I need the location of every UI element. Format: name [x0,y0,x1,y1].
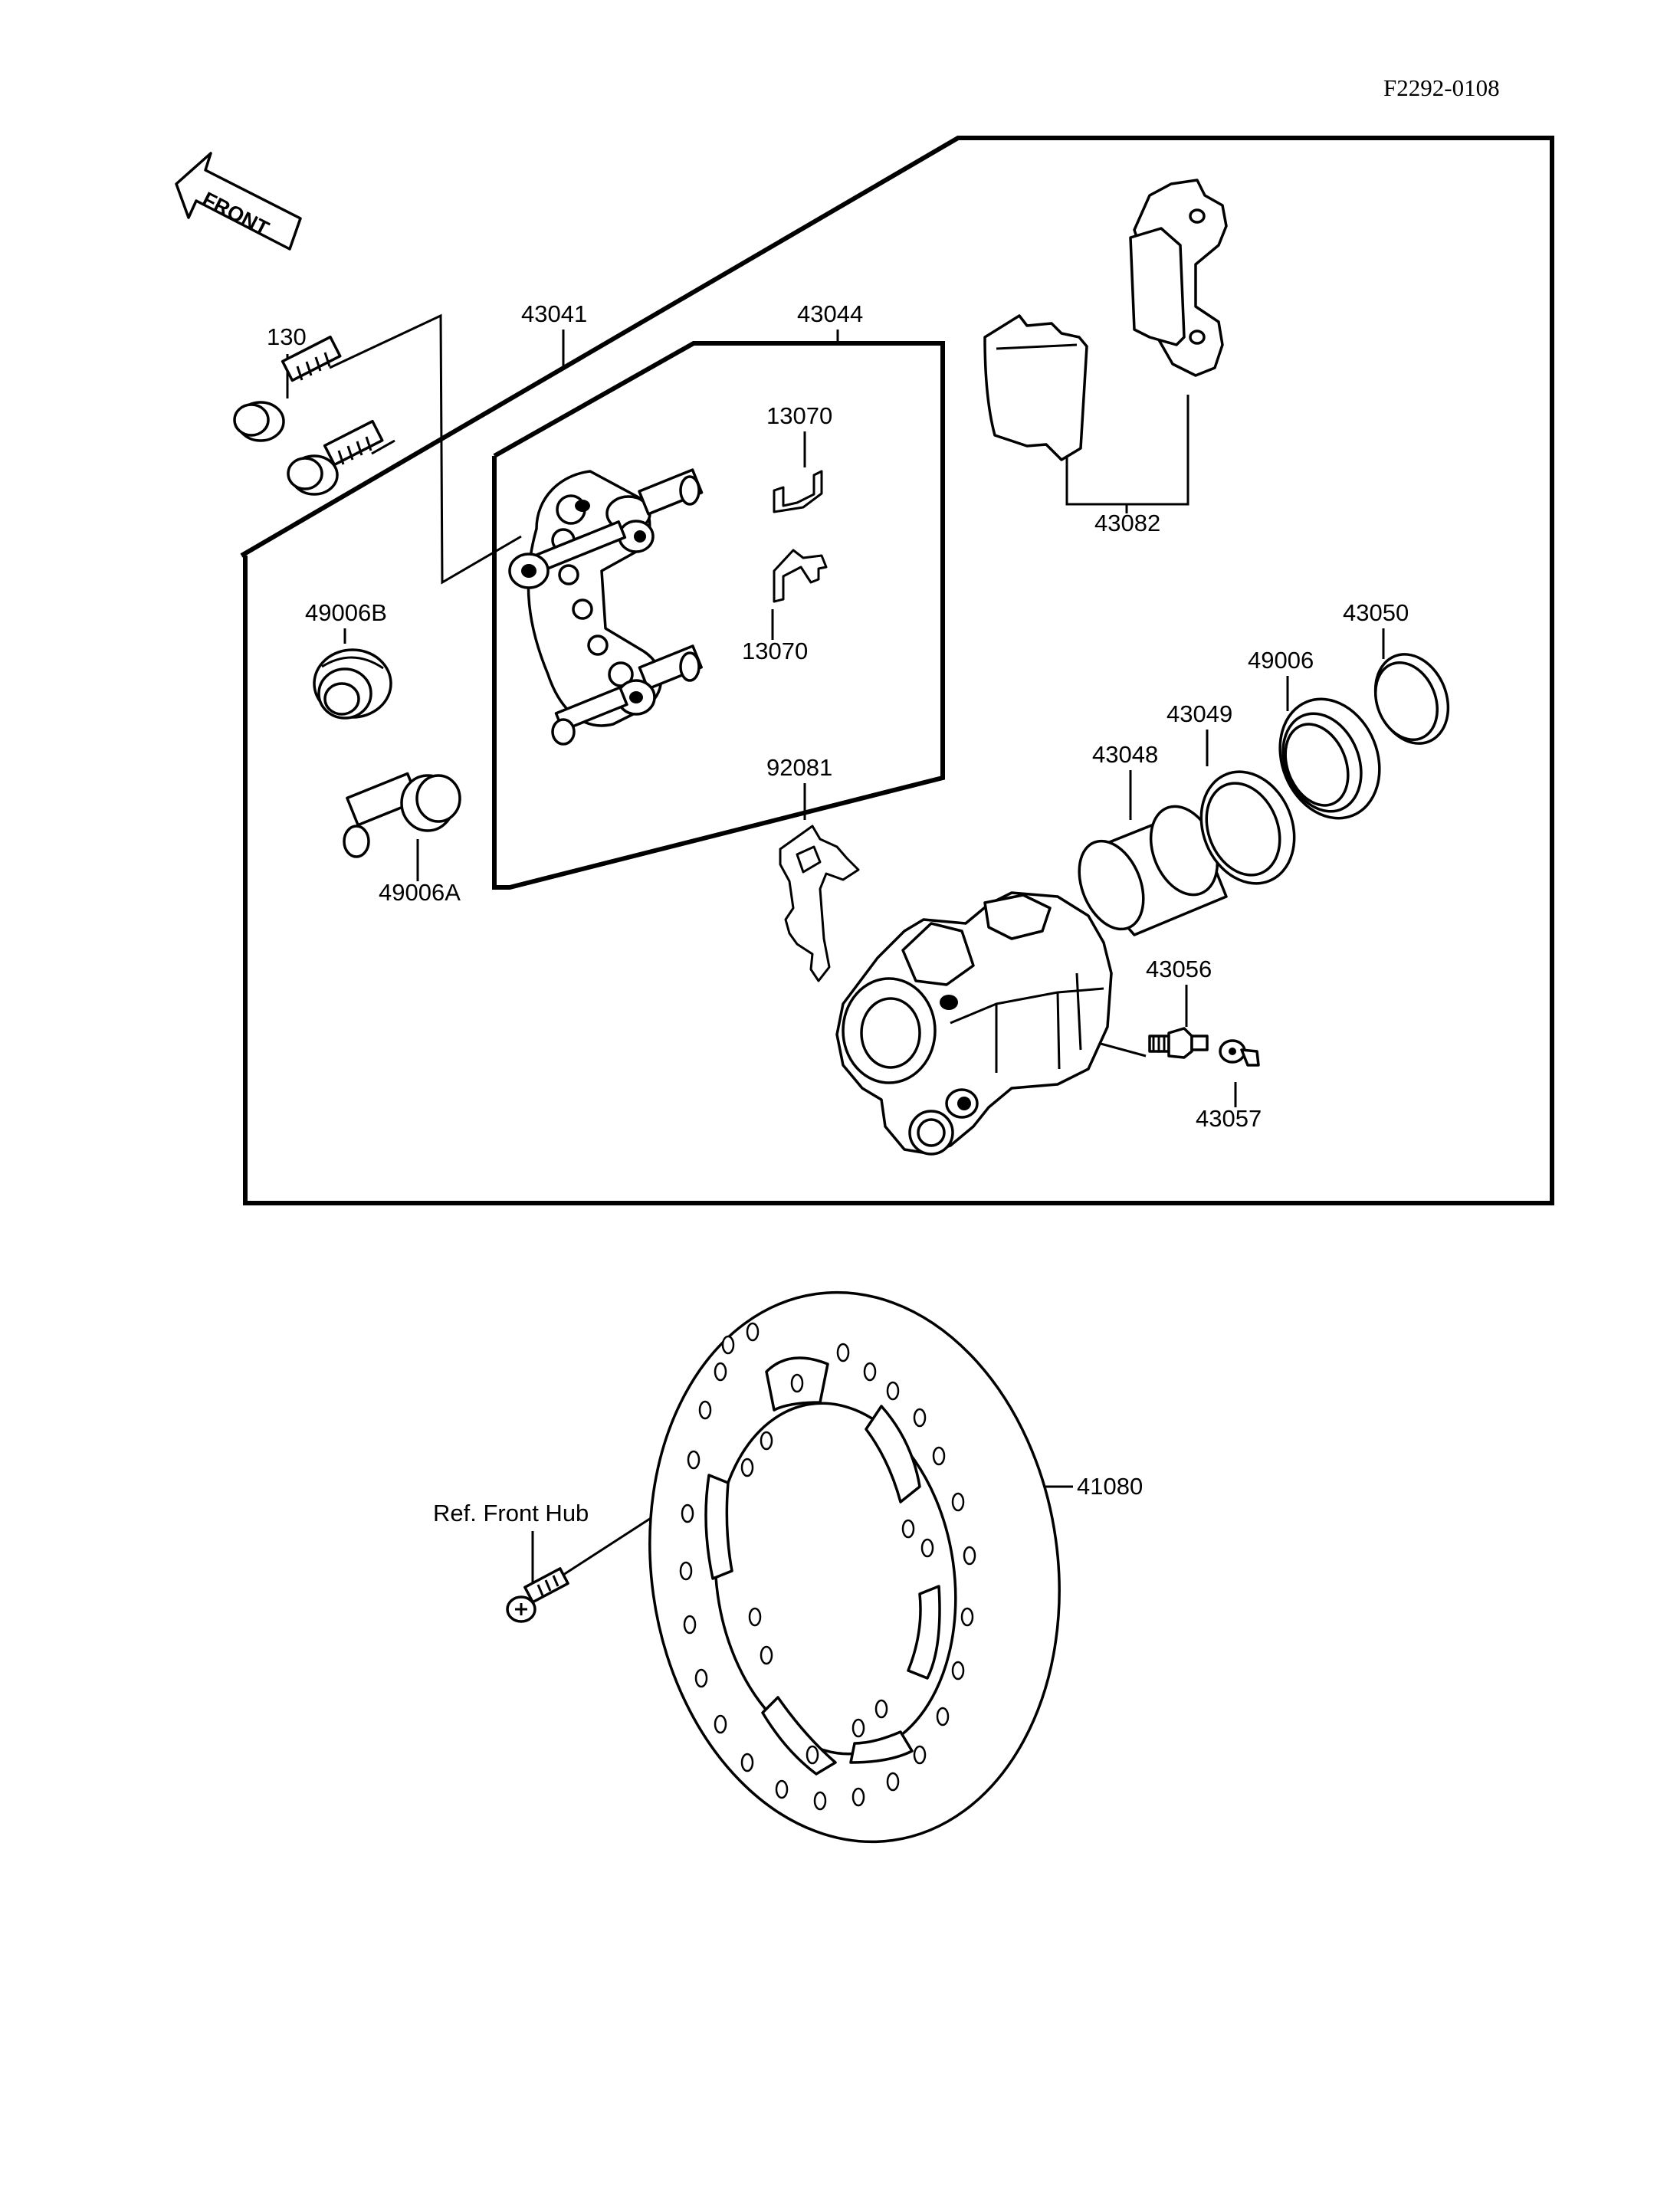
bleed-valve-43056 [1148,1027,1209,1059]
caliper-mounting-bracket [508,468,704,746]
mounting-bolt-upper [233,335,342,442]
part-label-49006A: 49006A [379,879,461,906]
part-label-43050: 43050 [1343,599,1409,626]
brake-pad-inner [1129,179,1228,377]
part-label-43049: 43049 [1166,700,1232,727]
mounting-bolt-lower [287,419,384,496]
diagram-code: F2292-0108 [1383,74,1500,101]
pad-spring-clip-lower [773,549,828,603]
bracket-kit-frame [492,341,945,890]
disc-mounting-screw [506,1567,569,1623]
part-label-13070-top: 13070 [766,402,832,429]
part-label-49006: 49006 [1248,647,1314,674]
disc-drill-holes [679,1322,976,1811]
caliper-body [835,891,1113,1156]
part-label-43048: 43048 [1092,741,1158,768]
pad-spring-92081 [779,825,860,982]
part-label-92081: 92081 [766,754,832,781]
pad-spring-clip-upper [773,470,823,513]
part-label-49006B: 49006B [305,599,387,626]
part-label-43056: 43056 [1146,956,1212,982]
bleed-cap-43057 [1219,1039,1260,1067]
part-label-13070-bottom: 13070 [742,638,808,664]
part-label-43057: 43057 [1196,1105,1262,1132]
sleeve-49006A [343,772,461,858]
cap-43050 [1373,653,1450,745]
boot-seal-49006B [313,648,392,720]
dust-seal-49006 [1278,697,1381,820]
brake-pad-outer [983,314,1088,461]
piston-seal-43049 [1199,770,1296,885]
part-label-41080: 41080 [1077,1473,1143,1500]
ref-front-hub-label: Ref. Front Hub [433,1500,589,1526]
part-label-43082: 43082 [1094,510,1160,536]
part-label-43041: 43041 [521,300,587,327]
brake-disc-41080 [648,1290,1061,1844]
piston-43048 [1078,805,1228,936]
front-direction-arrow: FRONT [175,152,302,251]
part-label-43044: 43044 [797,300,863,327]
part-label-130: 130 [267,323,307,350]
caliper-assembly-frame [240,136,1554,1205]
